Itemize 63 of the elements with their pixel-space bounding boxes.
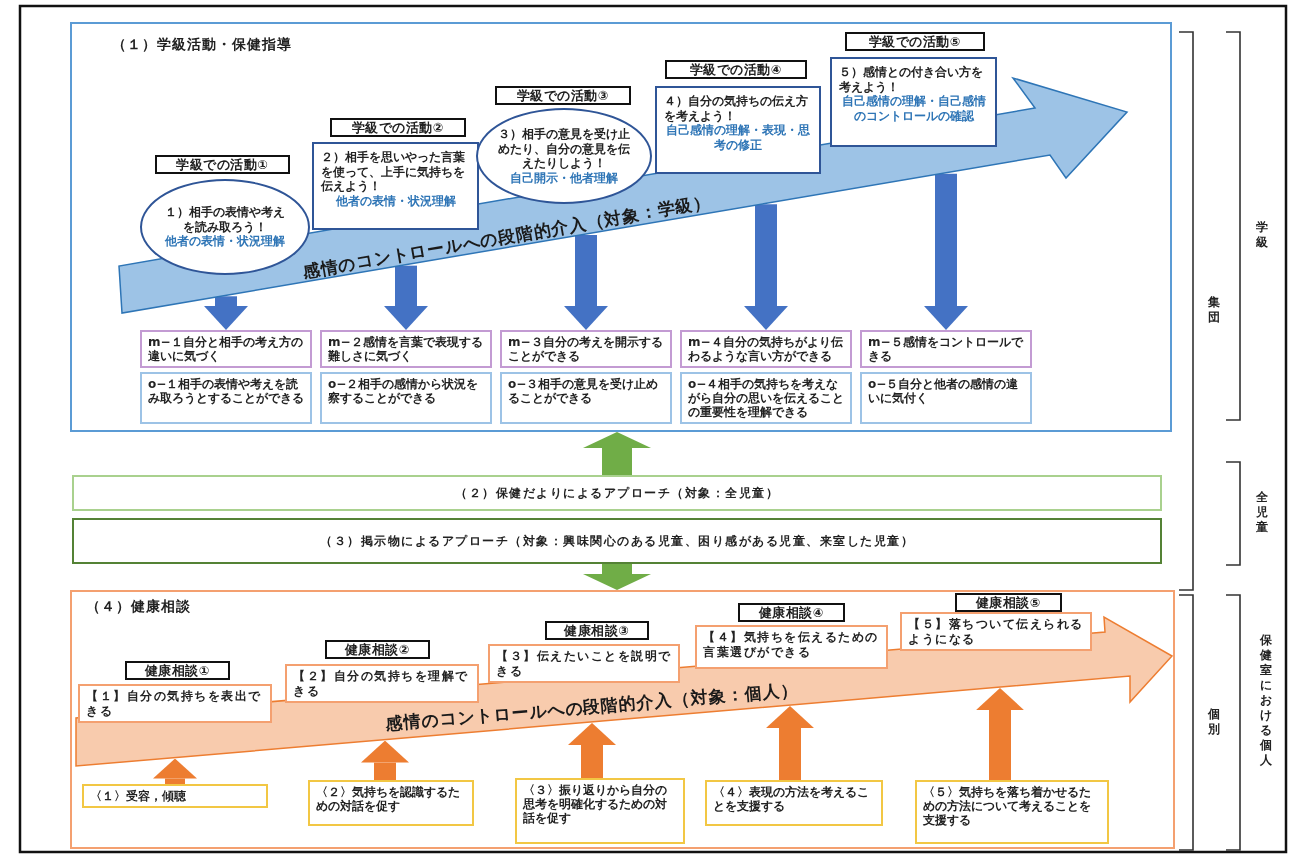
activity-tag: 学級での活動① [155,155,290,174]
goal-box: o−２相手の感情から状況を察することができる [320,372,492,424]
activity-text: ５）感情との付き合い方を考えよう！ [839,65,984,94]
activity-tag: 学級での活動⑤ [845,32,985,51]
goal-box: m−４自分の気持ちがより伝わるような言い方ができる [680,330,852,368]
goal-box: m−３自分の考えを開示することができる [500,330,672,368]
section-panel [70,22,1172,432]
block-arrow [976,688,1024,780]
block-arrow [384,265,428,330]
goal-text: 他者の表情・状況理解 [164,234,286,249]
support-box: 〈４〉表現の方法を考えることを支援する [705,780,883,826]
goal-box: o−３相手の意見を受け止めることができる [500,372,672,424]
block-arrow [153,758,197,784]
activity-text: １）相手の表情や考えを読み取ろう！ [164,205,286,235]
step-box: 【１】自分の気持ちを表出できる [78,684,272,723]
bracket-label: 集団 [1207,295,1221,325]
session-tag: 健康相談② [325,640,430,659]
goal-text: 他者の表情・状況理解 [334,193,457,208]
approach-box: （２）保健だよりによるアプローチ（対象：全児童） [72,475,1162,511]
support-box: 〈２〉気持ちを認識するための対話を促す [308,780,474,826]
step-box: 【３】伝えたいことを説明できる [488,644,680,683]
activity-text: ２）相手を思いやった言葉を使って、上手に気持ちを伝えよう！ [321,150,466,194]
goal-box: m−２感情を言葉で表現する難しさに気づく [320,330,492,368]
activity-tag: 学級での活動③ [495,86,631,105]
step-box: 【４】気持ちを伝えるための言葉選びができる [695,625,888,669]
goal-box: o−５自分と他者の感情の違いに気付く [860,372,1032,424]
session-tag: 健康相談① [125,661,230,680]
approach-box: （３）掲示物によるアプローチ（対象：興味関心のある児童、困り感がある児童、来室した児童） [72,518,1162,564]
section-title: （４）健康相談 [86,598,191,616]
goal-text: 自己開示・他者理解 [509,170,619,185]
activity-tag: 学級での活動④ [665,60,807,79]
session-tag: 健康相談③ [545,621,649,640]
block-arrow [744,204,788,330]
block-arrow [924,173,968,330]
support-box: 〈１〉受容，傾聴 [82,784,268,808]
step-box: 【２】自分の気持ちを理解できる [285,664,479,703]
activity-tag: 学級での活動② [330,118,466,137]
bracket-label: 個別 [1207,707,1221,737]
block-arrow [766,706,814,780]
section-title: （１）学級活動・保健指導 [112,36,292,54]
activity-text: ４）自分の気持ちの伝え方を考えよう！ [664,94,809,123]
session-tag: 健康相談④ [738,603,845,622]
block-arrow [361,740,409,780]
goal-text: 自己感情の理解・表現・思考の修正 [666,123,811,152]
section-panel [70,590,1175,849]
goal-box: m−５感情をコントロールできる [860,330,1032,368]
block-arrow [568,722,616,778]
block-arrow [583,432,651,475]
session-tag: 健康相談⑤ [955,593,1062,612]
block-arrow [204,296,248,330]
block-arrow [564,235,608,330]
goal-box: o−１相手の表情や考えを読み取ろうとすることができる [140,372,312,424]
bracket-label: 全児童 [1255,489,1269,535]
support-box: 〈３〉振り返りから自分の思考を明確化するための対話を促す [515,778,685,844]
activity-text: ３）相手の意見を受け止めたり、自分の意見を伝えたりしよう！ [498,127,630,171]
goal-box: m−１自分と相手の考え方の違いに気づく [140,330,312,368]
support-box: 〈５〉気持ちを落ち着かせるための方法について考えることを支援する [915,780,1109,844]
block-arrow [583,564,651,590]
bracket-label: 保健室における個人 [1259,632,1273,768]
goal-box: o−４相手の気持ちを考えながら自分の思いを伝えることの重要性を理解できる [680,372,852,424]
goal-text: 自己感情の理解・自己感情のコントロールの確認 [840,94,987,123]
step-box: 【５】落ちついて伝えられるようになる [900,612,1092,651]
bracket-label: 学級 [1255,220,1269,250]
